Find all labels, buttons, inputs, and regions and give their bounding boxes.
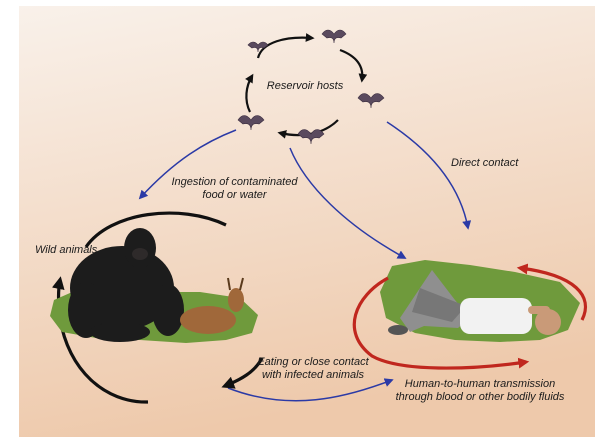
reservoir-hosts-label: Reservoir hosts xyxy=(256,80,354,93)
human-transmission-label: Human-to-human transmission through bloo… xyxy=(382,378,578,404)
eating-contact-label: Eating or close contact with infected an… xyxy=(238,356,388,382)
ingestion-label: Ingestion of contaminated food or water xyxy=(152,176,317,202)
direct-contact-label: Direct contact xyxy=(451,157,518,170)
wild-animals-label: Wild animals xyxy=(35,244,97,257)
